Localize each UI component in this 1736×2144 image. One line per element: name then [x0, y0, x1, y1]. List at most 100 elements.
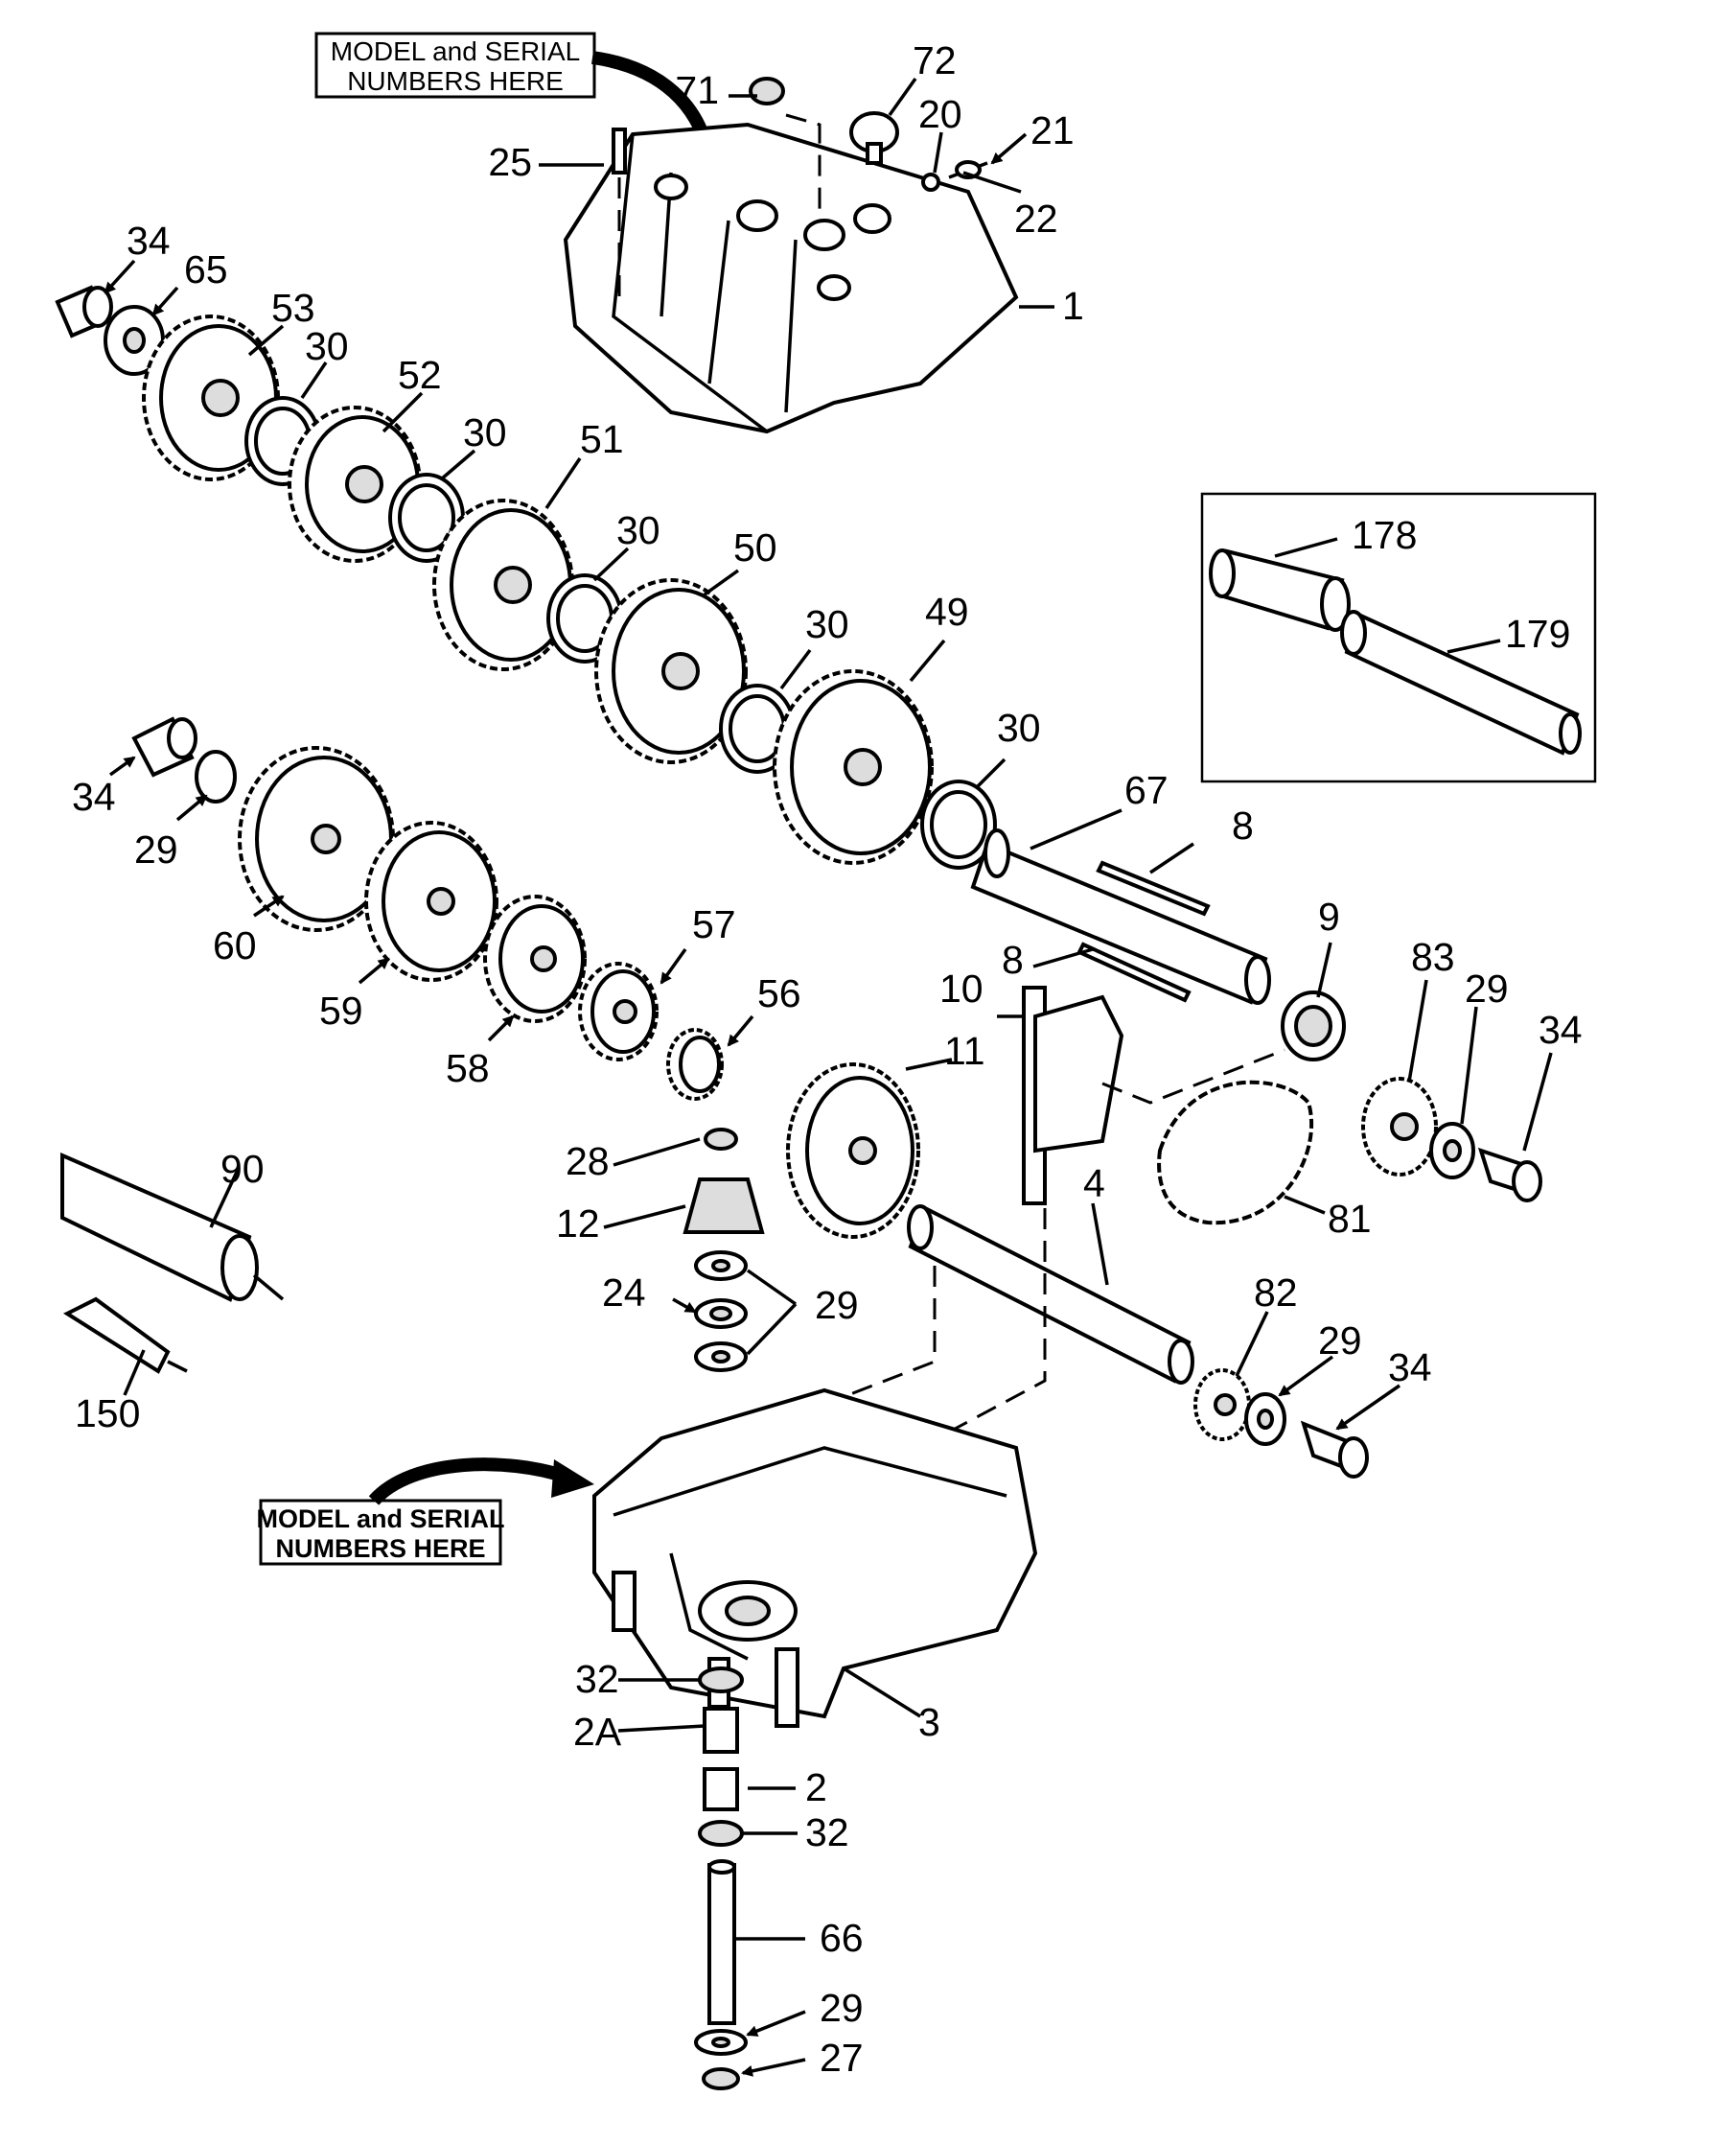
- label-27: 27: [820, 2036, 864, 2080]
- label-34-right: 34: [1539, 1008, 1583, 1052]
- callout-top-line1: MODEL and SERIAL: [331, 36, 580, 66]
- part-71-plug: [749, 77, 785, 105]
- label-58: 58: [446, 1046, 490, 1090]
- part-32-seal-lower: [698, 1820, 744, 1847]
- part-20-ball: [921, 173, 940, 192]
- part-9-collar: [1281, 990, 1346, 1061]
- label-178: 178: [1352, 513, 1417, 557]
- part-56-gear: [666, 1028, 724, 1101]
- dash-71-guide: [785, 113, 822, 211]
- callout-top-line2: NUMBERS HERE: [347, 66, 564, 96]
- callout-bottom-arrow: [368, 1457, 568, 1505]
- label-12: 12: [556, 1201, 600, 1246]
- label-30-e: 30: [997, 706, 1041, 750]
- part-72-cap: [849, 111, 899, 165]
- callout-bottom-line1: MODEL and SERIAL: [256, 1504, 504, 1533]
- label-8-lower: 8: [1002, 938, 1024, 982]
- label-49: 49: [925, 590, 969, 634]
- label-34-top: 34: [127, 219, 171, 263]
- part-58-gear: [483, 895, 587, 1023]
- label-71: 71: [675, 68, 719, 112]
- label-179: 179: [1505, 612, 1570, 656]
- label-11: 11: [944, 1029, 985, 1073]
- part-29-washer-left: [195, 750, 237, 804]
- label-60: 60: [213, 923, 257, 967]
- part-66-shaft: [707, 1859, 736, 2025]
- part-83-sprocket: [1361, 1077, 1438, 1177]
- part-60-gear: [238, 746, 395, 932]
- part-32-seal-upper: [698, 1666, 744, 1693]
- label-34-axle: 34: [1388, 1345, 1432, 1389]
- part-29-washer-bottom: [694, 2029, 748, 2056]
- part-28-ring: [704, 1128, 738, 1151]
- part-150-tube: [62, 1296, 188, 1374]
- inset-box: [1200, 492, 1597, 783]
- part-24-bearing: [694, 1298, 748, 1329]
- part-178-coupling: [1209, 548, 1351, 632]
- part-57-gear: [578, 962, 659, 1061]
- label-56: 56: [757, 971, 801, 1015]
- part-81-chain: [1157, 1080, 1314, 1225]
- part-25-bolt: [612, 128, 627, 307]
- part-30-thrust-washer-4: [719, 684, 796, 774]
- label-10: 10: [939, 967, 984, 1011]
- part-49-gear: [773, 669, 934, 865]
- label-83: 83: [1411, 935, 1455, 979]
- callout-bottom-line2: NUMBERS HERE: [275, 1534, 485, 1563]
- part-34-bushing-right: [1477, 1147, 1542, 1202]
- label-52: 52: [398, 353, 442, 397]
- part-29-washer-upper: [694, 1250, 748, 1281]
- part-65-washer: [104, 305, 165, 376]
- part-labels: 71 72 20 21 25 22 1 34 65 53 30 52 30 51…: [72, 38, 1583, 2080]
- part-59-gear: [364, 821, 498, 982]
- part-34-bushing-axle: [1300, 1420, 1369, 1479]
- label-2A: 2A: [573, 1710, 622, 1754]
- label-28: 28: [566, 1139, 610, 1183]
- part-29-washer-lower: [694, 1341, 748, 1372]
- part-2-bearing: [703, 1767, 739, 1811]
- part-10-shift-fork: [1022, 986, 1124, 1205]
- label-22: 22: [1014, 197, 1058, 241]
- part-21-spring: [948, 160, 988, 179]
- label-4: 4: [1083, 1161, 1105, 1205]
- label-2: 2: [805, 1765, 827, 1809]
- part-67-shaft: [970, 828, 1271, 1005]
- label-24: 24: [602, 1270, 646, 1315]
- label-9: 9: [1318, 895, 1340, 939]
- part-27-nut: [702, 2067, 740, 2090]
- label-65: 65: [184, 247, 228, 291]
- label-29-right: 29: [1465, 967, 1509, 1011]
- label-50: 50: [733, 525, 777, 570]
- label-66: 66: [820, 1916, 864, 1960]
- label-1: 1: [1062, 284, 1084, 328]
- label-59: 59: [319, 989, 363, 1033]
- part-51-gear: [432, 499, 574, 671]
- label-82: 82: [1254, 1270, 1298, 1315]
- label-34-mid: 34: [72, 775, 116, 819]
- part-1-upper-housing: [563, 122, 1019, 434]
- part-29-washer-right: [1429, 1122, 1475, 1179]
- part-8-key-upper: [1096, 860, 1211, 917]
- callout-box-bottom: MODEL and SERIAL NUMBERS HERE: [256, 1457, 594, 1566]
- part-4-axle: [907, 1204, 1194, 1385]
- label-8-upper: 8: [1232, 804, 1254, 848]
- label-29-left: 29: [134, 827, 178, 872]
- label-29-bottom: 29: [820, 1986, 864, 2030]
- part-82-sprocket: [1193, 1368, 1251, 1441]
- label-29-center: 29: [815, 1283, 859, 1327]
- label-25: 25: [488, 140, 532, 184]
- part-29-washer-axle: [1244, 1392, 1286, 1446]
- part-12-pinion: [683, 1177, 765, 1234]
- leader-lines: [104, 77, 1553, 2077]
- label-3: 3: [918, 1700, 940, 1744]
- label-57: 57: [692, 902, 736, 946]
- part-34-bushing-top: [55, 285, 113, 338]
- label-90: 90: [220, 1147, 265, 1191]
- label-30-c: 30: [616, 508, 660, 552]
- part-50-gear: [594, 578, 748, 764]
- label-67: 67: [1124, 768, 1169, 812]
- label-81: 81: [1328, 1197, 1372, 1241]
- label-53: 53: [271, 286, 315, 330]
- label-30-d: 30: [805, 602, 849, 646]
- label-32-lower: 32: [805, 1810, 849, 1854]
